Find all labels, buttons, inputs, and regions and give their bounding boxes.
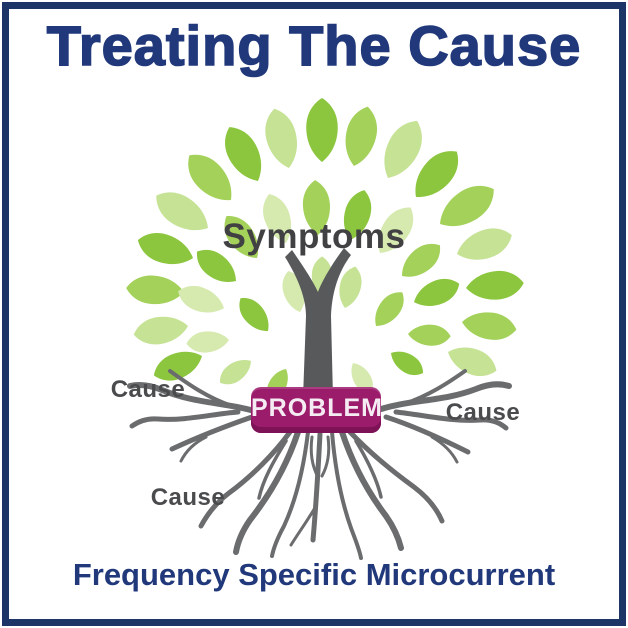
leaf [386, 345, 429, 381]
leaf [409, 272, 464, 314]
leaf [259, 105, 304, 172]
problem-box: PROBLEM [251, 387, 383, 433]
leaf [464, 268, 525, 303]
leaf [174, 280, 229, 320]
leaf [306, 97, 338, 162]
leaf [125, 273, 185, 307]
leaf [460, 308, 519, 344]
problem-label: PROBLEM [251, 394, 383, 422]
leaf [185, 329, 230, 355]
tree-trunk [285, 248, 351, 398]
leaf [443, 340, 501, 383]
leaf [367, 285, 411, 333]
footer-text: Frequency Specific Microcurrent [72, 557, 556, 592]
leaf [339, 103, 383, 170]
cause-label-right: Cause [445, 399, 521, 426]
cause-label-bottom: Cause [150, 484, 226, 511]
cause-label-left: Cause [110, 376, 186, 403]
leaf [214, 353, 257, 391]
page-title: Treating The Cause [46, 13, 582, 78]
leaf [407, 323, 452, 347]
leaf [232, 291, 277, 338]
symptoms-label: Symptoms [222, 217, 406, 256]
tree-roots [127, 369, 512, 560]
leaf [131, 312, 191, 348]
